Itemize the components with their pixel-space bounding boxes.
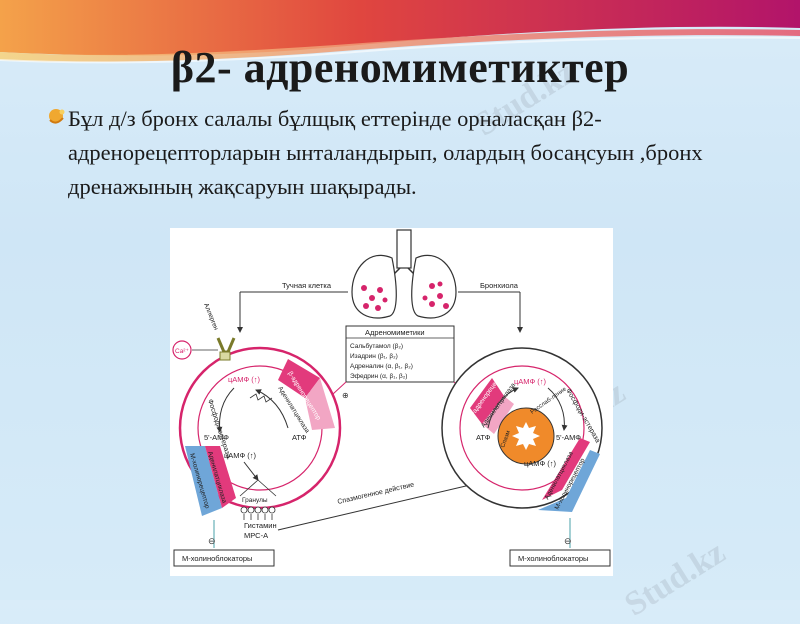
- camp-label: цАМФ (↑): [524, 459, 556, 468]
- drug-item: Изадрин (β₁, β₂): [350, 353, 398, 360]
- minus-sign: ⊖: [208, 536, 216, 546]
- drug-item: Адреналин (α, β₁, β₂): [350, 363, 413, 370]
- camp-label: цАМФ (↑): [514, 377, 546, 386]
- bronchodilator-diagram: Тучная клетка Бронхиола Адреномиметики С…: [170, 228, 613, 576]
- granules-label: Гранулы: [242, 497, 268, 504]
- m-blocker-left: ⊖ М-холиноблокаторы: [173, 520, 275, 567]
- mast-cell-label: Тучная клетка: [282, 281, 332, 290]
- bronchiole-cell: β-адренорецептор Аденилатциклаза Аденила…: [441, 347, 603, 512]
- bullet-icon: [49, 109, 65, 124]
- slide-title: β2- адреномиметиктер: [170, 43, 630, 92]
- camp-label: цАМФ (↑): [224, 451, 256, 460]
- granules: Гранулы Гистамин МРС-А: [239, 479, 277, 540]
- mast-cell: β-адренорецептор Аденилатциклаза М-холин…: [178, 346, 342, 516]
- mrsa-label: МРС-А: [244, 531, 268, 540]
- watermark: Stud.kz: [618, 533, 732, 624]
- calcium-label: Ca²⁺: [175, 348, 189, 355]
- drug-item: Сальбутамол (β₂): [350, 342, 403, 350]
- m-blocker-label: М-холиноблокаторы: [518, 554, 588, 563]
- camp-label: цАМФ (↑): [228, 375, 260, 384]
- allergen-label: Аллерген: [202, 302, 219, 332]
- header-banner: [0, 0, 800, 64]
- amp-label: 5'-АМФ: [556, 433, 581, 442]
- atp-label: АТФ: [476, 433, 491, 442]
- drug-item: Эфедрин (α, β₁, β₂): [350, 373, 407, 380]
- drug-box: Адреномиметики Сальбутамол (β₂) Изадрин …: [345, 325, 455, 383]
- m-blocker-label: М-холиноблокаторы: [182, 554, 252, 563]
- m-blocker-right: ⊖ М-холиноблокаторы: [509, 518, 611, 567]
- allergen-receptor-icon: [216, 337, 236, 361]
- atp-label: АТФ: [292, 433, 307, 442]
- calcium-icon: [172, 340, 192, 360]
- bronchiole-label: Бронхиола: [480, 281, 519, 290]
- amp-label: 5'-АМФ: [204, 433, 229, 442]
- bullet-text: Бұл д/з бронх салалы бұлщық еттерінде ор…: [68, 106, 703, 199]
- histamine-label: Гистамин: [244, 521, 277, 530]
- spasm-label: Спазм: [500, 430, 512, 449]
- lungs-icon: [351, 229, 457, 319]
- plus-sign: ⊕: [342, 391, 349, 400]
- spasmogenic-label: Спазмогенное действие: [337, 480, 415, 505]
- bullet-item: Бұл д/з бронх салалы бұлщық еттерінде ор…: [46, 102, 766, 204]
- drug-box-title: Адреномиметики: [365, 328, 425, 337]
- minus-sign: ⊖: [564, 536, 572, 546]
